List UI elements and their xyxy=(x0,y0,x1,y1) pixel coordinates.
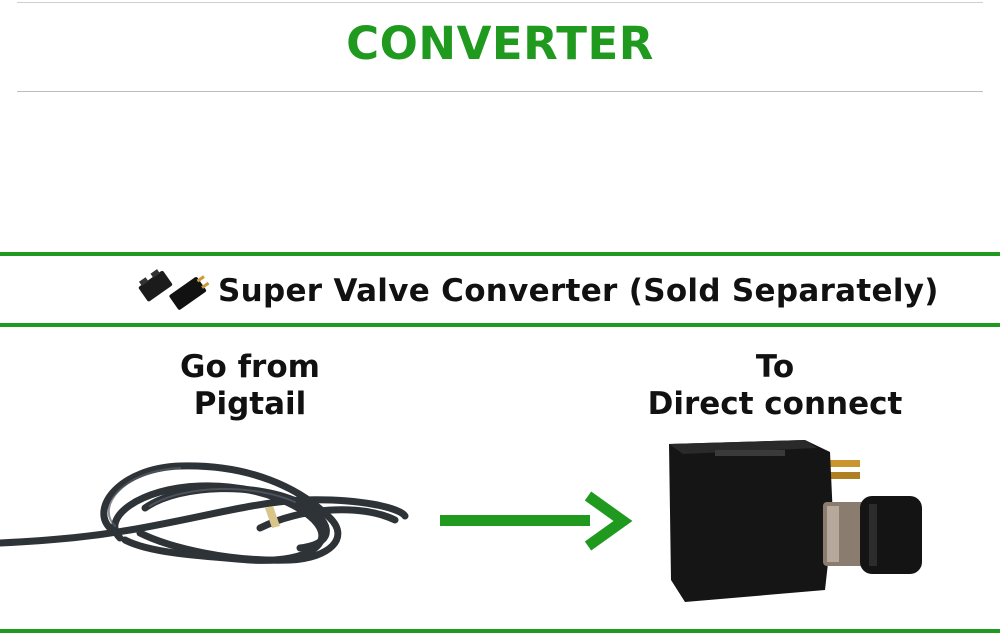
banner-title: Super Valve Converter (Sold Separately) xyxy=(218,273,939,309)
banner-bottom-bar xyxy=(0,323,1000,327)
direct-connect-valve-image xyxy=(669,440,922,602)
title-divider xyxy=(17,91,983,92)
from-caption-line2: Pigtail xyxy=(193,386,307,422)
from-caption-line1: Go from xyxy=(180,349,320,385)
pigtail-cable-image xyxy=(0,462,409,564)
to-caption: To Direct connect xyxy=(620,349,930,423)
bottom-bar xyxy=(0,629,1000,633)
right-arrow-icon xyxy=(440,491,633,551)
banner-top-bar xyxy=(0,252,1000,256)
top-divider xyxy=(17,2,983,3)
from-caption: Go from Pigtail xyxy=(130,349,370,423)
converter-plug-icon xyxy=(138,269,210,310)
page-title: CONVERTER xyxy=(346,17,654,70)
to-caption-line1: To xyxy=(755,349,795,385)
to-caption-line2: Direct connect xyxy=(647,386,903,422)
